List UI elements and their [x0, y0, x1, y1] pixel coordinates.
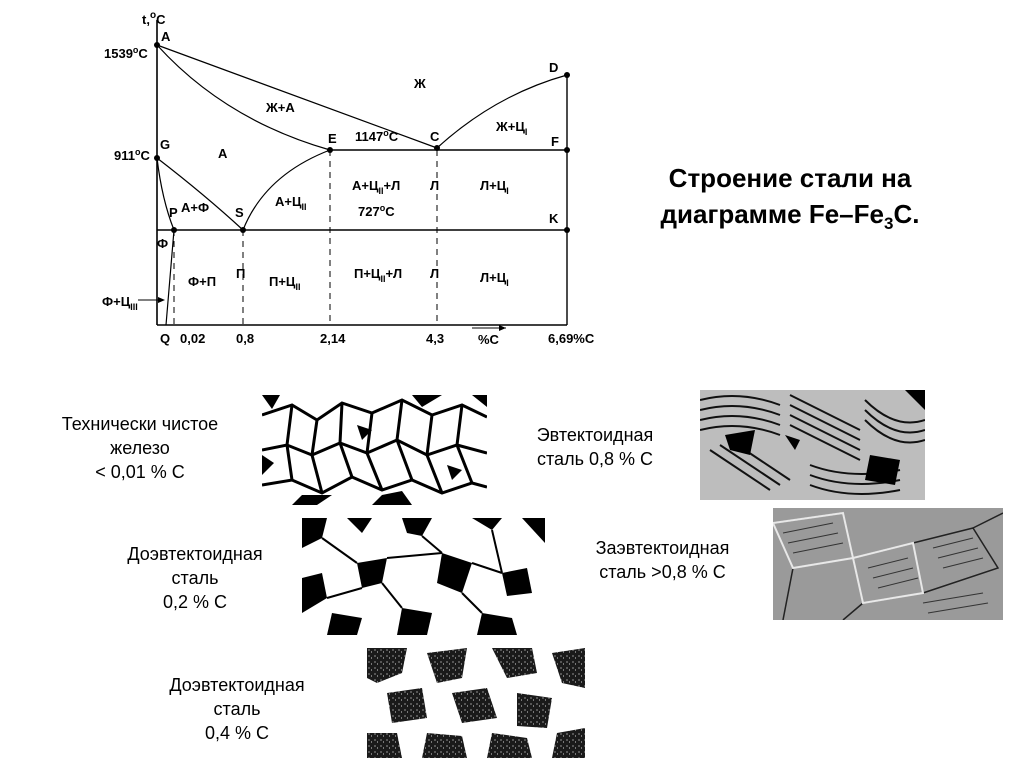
point-c-dot — [434, 145, 440, 151]
phase-ferrite: Ф — [157, 236, 168, 251]
phase-austenite: А — [218, 146, 228, 161]
caption-eutectoid: Эвтектоидная сталь 0,8 % С — [536, 425, 654, 469]
phase-liquid-cementite1: Ж+ЦI — [495, 119, 527, 137]
fe-fe3c-phase-diagram: t,oC 1539oC 911oC 1147oC 727oC A D G E C… — [102, 10, 595, 347]
phase-ferrite-pearlite: Ф+П — [188, 274, 216, 289]
phase-austenite-cementite2: А+ЦII — [275, 194, 307, 212]
phase-austenite-cementite2-ledeburite: А+ЦII+Л — [352, 178, 400, 196]
solidus-line-ae — [156, 44, 331, 151]
point-e-dot — [327, 147, 333, 153]
temp-label-1147: 1147oC — [355, 128, 399, 144]
phase-ledeburite-lower: Л — [430, 266, 439, 281]
point-f-label: F — [551, 134, 559, 149]
micrograph-hypoeutectoid-04 — [367, 648, 585, 758]
liquidus-line-ac — [156, 44, 438, 149]
x-tick-label: 6,69%С — [548, 331, 595, 346]
temperature-axis-label: t,oC — [142, 10, 166, 27]
ferrite-cementite3-arrow-head — [158, 297, 165, 303]
point-d-label: D — [549, 60, 558, 75]
caption-hypoeutectoid-02: Доэвтектоидная сталь 0,2 % С — [127, 544, 263, 612]
micrograph-hypoeutectoid-02 — [302, 518, 545, 635]
point-g-dot — [154, 155, 160, 161]
micrograph-eutectoid — [700, 390, 925, 500]
phase-ledeburite-upper: Л — [430, 178, 439, 193]
point-e-label: E — [328, 131, 337, 146]
phase-liquid-austenite: Ж+А — [265, 100, 295, 115]
phase-austenite-ferrite: А+Ф — [181, 200, 209, 215]
point-q-label: Q — [160, 331, 170, 346]
phase-ledeburite-cementite1-upper: Л+ЦI — [480, 178, 509, 196]
point-a-label: A — [161, 29, 171, 44]
phase-ferrite-cementite3: Ф+ЦIII — [102, 294, 138, 312]
slide-title-line-1: Строение стали на — [668, 163, 912, 193]
phase-pearlite-cementite2-ledeburite: П+ЦII+Л — [354, 266, 402, 284]
temp-label-1539: 1539oC — [104, 45, 148, 61]
temp-label-911: 911oC — [114, 147, 150, 163]
line-gp — [156, 157, 175, 231]
point-d-dot — [564, 72, 570, 78]
caption-hypereutectoid: Заэвтектоидная сталь >0,8 % С — [595, 538, 730, 582]
micrograph-pure-iron — [262, 395, 487, 505]
slide-title: Строение стали на диаграмме Fe–Fe3C. — [610, 160, 970, 242]
phase-pearlite: П — [236, 266, 245, 281]
point-s-dot — [240, 227, 246, 233]
phase-liquid: Ж — [413, 76, 426, 91]
point-f-dot — [564, 147, 570, 153]
point-a-dot — [154, 42, 160, 48]
phase-pearlite-cementite2: П+ЦII — [269, 274, 300, 292]
line-gs — [156, 157, 244, 231]
point-k-dot — [564, 227, 570, 233]
caption-pure-iron: Технически чистое железо < 0,01 % С — [61, 414, 219, 482]
point-s-label: S — [235, 205, 244, 220]
point-c-label: C — [430, 129, 440, 144]
line-pq — [165, 229, 175, 326]
point-p-label: P — [169, 205, 178, 220]
phase-ledeburite-cementite1-lower: Л+ЦI — [480, 270, 509, 288]
caption-hypoeutectoid-04: Доэвтектоидная сталь 0,4 % С — [169, 675, 305, 743]
composition-arrow-head — [499, 325, 506, 331]
x-tick-label: 0,02 — [180, 331, 205, 346]
slide-title-line-2: диаграмме Fe–Fe3C. — [660, 199, 920, 234]
solvus-line-es — [242, 149, 331, 231]
temp-label-727: 727oC — [358, 203, 395, 219]
x-tick-label: 0,8 — [236, 331, 254, 346]
x-axis-label: %С — [478, 332, 500, 347]
point-k-label: K — [549, 211, 559, 226]
micrograph-hypereutectoid — [773, 508, 1003, 620]
point-p-dot — [171, 227, 177, 233]
x-tick-label: 2,14 — [320, 331, 346, 346]
x-tick-label: 4,3 — [426, 331, 444, 346]
point-g-label: G — [160, 137, 170, 152]
liquidus-line-cd — [436, 74, 568, 149]
